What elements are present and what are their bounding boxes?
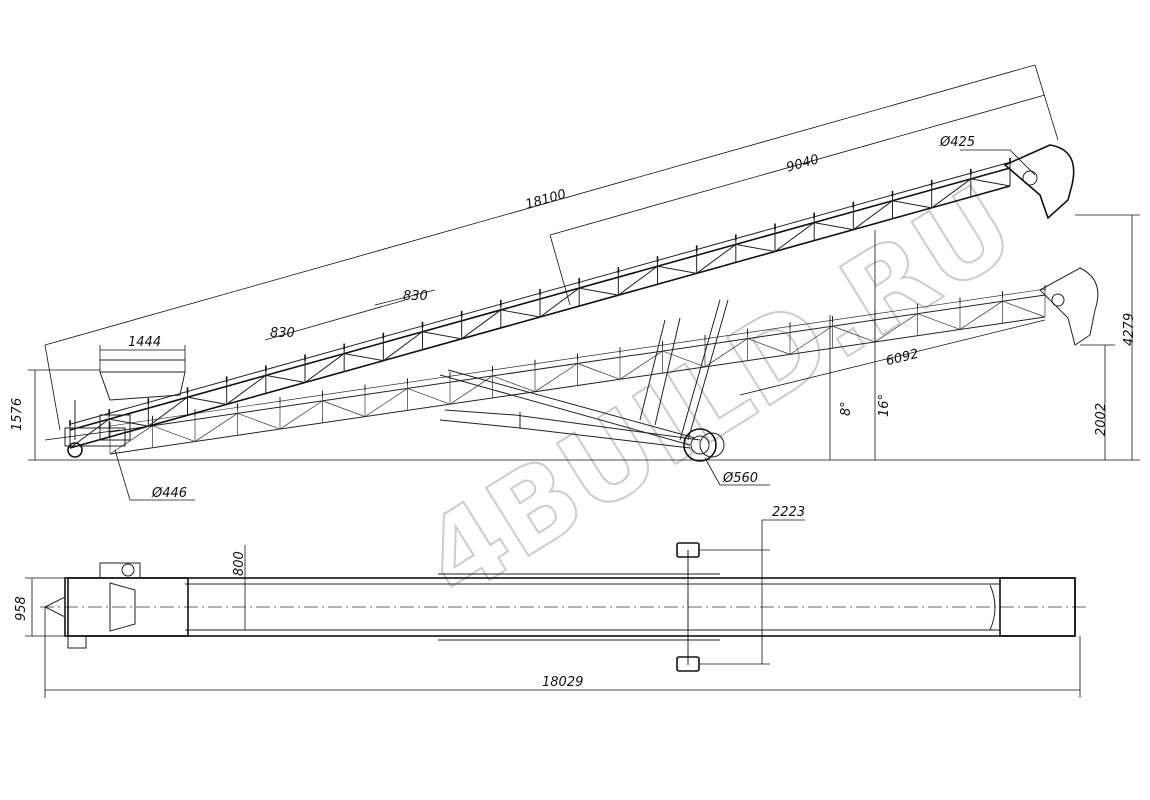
diagonal-member	[970, 178, 1011, 187]
diagonal-member	[789, 325, 833, 355]
diagonal-member	[492, 375, 536, 393]
dim-axle-position: 2223	[772, 505, 805, 520]
diagonal-member	[619, 350, 663, 380]
diagonal-member	[892, 200, 932, 209]
head-section	[1003, 144, 1099, 346]
dimension-lines	[28, 64, 1140, 501]
dim-tail-height: 1576	[10, 398, 25, 431]
diagonal-member	[704, 338, 748, 368]
tail-section	[44, 359, 186, 458]
raised-conveyor	[69, 158, 1011, 449]
wheel-top-icon	[676, 656, 700, 672]
diagonal-member	[109, 418, 149, 427]
diagonal-member	[237, 412, 281, 430]
lowered-conveyor	[109, 285, 1046, 455]
diagonal-member	[194, 413, 238, 442]
diagonal-member	[539, 287, 580, 318]
angle-high: 16°	[877, 394, 892, 417]
dim-hopper: 1444	[128, 335, 161, 350]
top-view	[25, 519, 1090, 698]
diagonal-member	[577, 363, 621, 380]
diagonal-member	[148, 396, 188, 427]
diagonal-member	[109, 425, 153, 455]
dim-high-height: 4279	[1122, 313, 1137, 346]
diagonal-member	[774, 222, 815, 252]
diagonal-member	[364, 388, 408, 417]
dim-idler-spacing-2: 830	[403, 289, 428, 304]
dim-head-pulley: Ø425	[939, 135, 975, 150]
diagonal-member	[662, 350, 706, 368]
diagonal-member	[696, 244, 737, 274]
diagonal-member	[931, 178, 972, 209]
diagonal-member	[579, 287, 619, 296]
diagonal-member	[322, 400, 366, 417]
diagonal-member	[407, 388, 451, 405]
diagonal-member	[187, 396, 227, 405]
dim-idler-spacing-1: 830	[270, 326, 295, 341]
diagonal-member	[534, 363, 578, 393]
diagonal-member	[265, 374, 306, 383]
diagonal-member	[1002, 300, 1046, 318]
diagonal-member	[853, 200, 893, 231]
diagonal-member	[832, 325, 876, 343]
diagonal-member	[344, 353, 384, 362]
dim-tail-pulley: Ø446	[151, 486, 187, 501]
diagonal-member	[226, 375, 267, 405]
diagonal-member	[383, 331, 423, 362]
diagonal-member	[500, 309, 541, 318]
diagonal-member	[304, 353, 345, 383]
diagonal-member	[747, 338, 791, 355]
chassis	[439, 299, 729, 462]
angle-low: 8°	[839, 401, 854, 416]
wheel-top-icon	[676, 542, 700, 558]
diagonal-member	[874, 313, 918, 343]
diagonal-member	[152, 425, 196, 442]
diagonal-member	[279, 400, 323, 430]
dim-upper-section: 9040	[785, 152, 821, 175]
tail-pulley-icon	[67, 442, 83, 458]
wheel-icon	[683, 428, 717, 462]
dim-low-height: 2002	[1094, 403, 1109, 436]
diagonal-member	[461, 309, 502, 340]
motor-icon	[99, 562, 141, 579]
diagonal-member	[959, 300, 1003, 330]
diagonal-member	[917, 313, 961, 330]
diagonal-member	[657, 265, 697, 274]
diagonal-member	[422, 331, 462, 340]
dim-belt-width: 800	[232, 551, 247, 576]
watermark: 4BUILD.RU	[401, 161, 1035, 623]
diagonal-member	[618, 265, 658, 296]
dim-overall-length: 18029	[542, 675, 583, 690]
dim-wheel: Ø560	[722, 471, 758, 486]
dim-frame-width: 958	[14, 596, 29, 621]
dim-total-length: 18100	[524, 187, 568, 213]
diagonal-member	[735, 243, 776, 252]
diagonal-member	[814, 222, 854, 231]
